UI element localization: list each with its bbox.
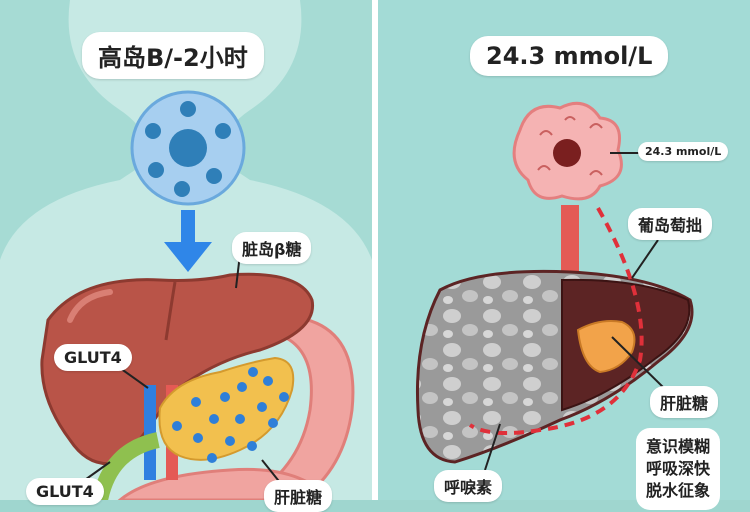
symptom-item: 意识模糊 <box>646 437 711 456</box>
label-bottom-left-right: 呼唳素 <box>434 470 503 502</box>
label-top-right: 葡岛萄拙 <box>628 208 713 240</box>
stomach <box>244 316 355 500</box>
glucose-dots <box>172 367 289 463</box>
down-arrow-icon <box>164 210 212 272</box>
label-glut4-a: GLUT4 <box>54 344 132 371</box>
label-mid-right: 肝脏糖 <box>650 386 719 418</box>
symptom-item: 脱水征象 <box>646 481 711 500</box>
gallbladder <box>576 320 636 374</box>
blood-cell <box>130 90 246 206</box>
illustration <box>0 0 694 500</box>
liver <box>40 272 315 466</box>
vessel <box>561 205 579 283</box>
leader-lines-right <box>484 152 667 471</box>
right-title: 24.3 mmol/L <box>470 36 669 76</box>
symptoms-box: 意识模糊 呼吸深快 脱水征象 <box>636 428 721 510</box>
diagram-canvas: 高岛B/-2小时 脏岛β糖 GLUT4 GLUT4 肝脏糖 24.3 mmol/… <box>0 0 729 512</box>
left-title: 高岛B/-2小时 <box>82 32 264 79</box>
pancreas <box>158 356 295 461</box>
label-bottom-right-left: 肝脏糖 <box>264 480 333 512</box>
label-liver-top: 脏岛β糖 <box>232 232 312 264</box>
damaged-cell <box>512 101 623 201</box>
panel-divider <box>372 0 378 500</box>
label-cell-small: 24.3 mmol/L <box>638 142 729 161</box>
label-glut4-b: GLUT4 <box>26 478 104 505</box>
symptom-item: 呼吸深快 <box>646 459 711 478</box>
